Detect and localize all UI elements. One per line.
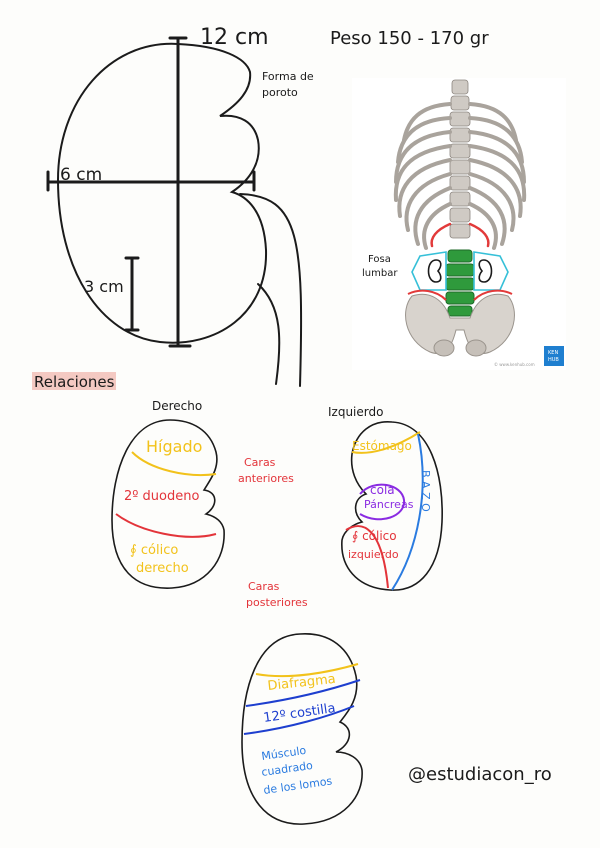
- iliac-crest-highlight: [407, 289, 513, 301]
- anterior-faces-line2: anteriores: [238, 472, 294, 485]
- measurement-lines: [46, 36, 256, 348]
- right-kidney: [111, 419, 225, 589]
- duodenum-label: 2º duodeno: [124, 489, 199, 504]
- relations-title: Relaciones: [34, 373, 115, 391]
- kenhub-credit: © www.kenhub.com: [494, 362, 535, 367]
- left-kidney: [341, 421, 443, 591]
- posterior-kidney: [241, 633, 363, 825]
- kenhub-badge: [544, 346, 564, 366]
- vessel-line: [257, 283, 281, 385]
- lower-ribs-highlight: [430, 222, 490, 248]
- posterior-faces-line1: Caras: [248, 580, 280, 593]
- shape-label-line1: Forma de: [262, 70, 314, 83]
- kidneys-in-fossa: [427, 259, 493, 283]
- length-label: 12 cm: [200, 25, 269, 50]
- kidney-outline-sketch: [56, 42, 303, 387]
- stomach-label: Estómago: [352, 439, 412, 453]
- lumbar-vertebrae: [445, 249, 475, 317]
- rib-label: 12º costilla: [262, 701, 336, 726]
- posterior-faces-line2: posteriores: [246, 596, 308, 609]
- hilum-ureter-line: [239, 193, 303, 387]
- kenhub-badge-line2: HUB: [548, 357, 559, 363]
- right-colon-line1: ∮ cólico: [130, 543, 178, 558]
- muscle-label-line1: Músculo: [261, 744, 308, 763]
- shape-label-line2: poroto: [262, 86, 298, 99]
- right-side-label: Derecho: [152, 399, 202, 413]
- ribcage: [393, 102, 527, 250]
- thickness-label: 3 cm: [84, 277, 124, 296]
- weight-label: Peso 150 - 170 gr: [330, 28, 489, 49]
- anterior-faces-line1: Caras: [244, 456, 276, 469]
- fossa-label-line1: Fosa: [368, 254, 391, 265]
- right-colon-line2: derecho: [136, 561, 189, 576]
- liver-label: Hígado: [146, 437, 202, 456]
- pancreas-label-line2: Páncreas: [364, 498, 414, 511]
- kenhub-badge-line1: KEN: [548, 350, 558, 356]
- diaphragm-label: Diafragma: [267, 672, 337, 694]
- muscle-label-line3: de los lomos: [263, 774, 334, 797]
- fossa-label-line2: lumbar: [362, 268, 398, 279]
- width-label: 6 cm: [60, 165, 102, 185]
- left-colon-line2: izquierdo: [348, 548, 399, 561]
- author-handle: @estudiacon_ro: [408, 764, 552, 785]
- lumbar-fossa-outline: [411, 251, 509, 291]
- spleen-label: B A Z O: [419, 470, 432, 512]
- left-side-label: Izquierdo: [328, 405, 383, 419]
- left-colon-line1: ∮ cólico: [352, 529, 397, 543]
- title-highlight: [32, 372, 116, 390]
- pelvis: [405, 293, 515, 357]
- pancreas-label-line1: cola: [370, 483, 395, 497]
- skeleton-illustration: KEN HUB © www.kenhub.com: [352, 78, 566, 370]
